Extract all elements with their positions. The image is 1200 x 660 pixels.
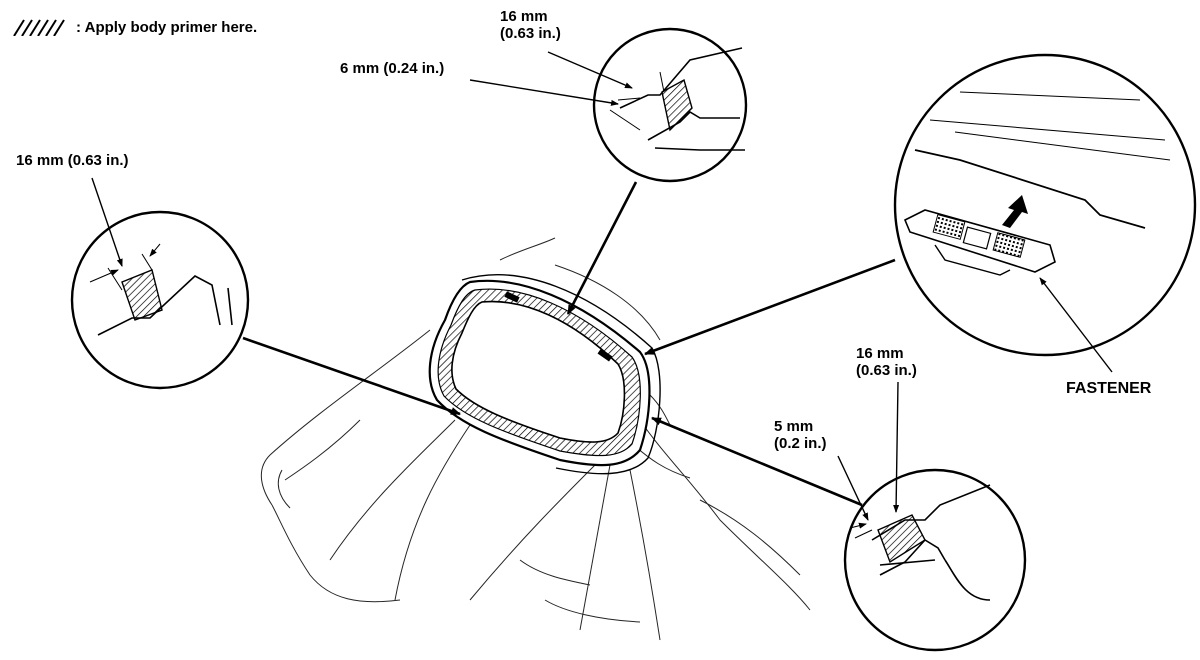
detail-circle-top xyxy=(592,27,748,183)
callout-top-width-line1: 16 mm xyxy=(500,8,548,25)
legend-text: : Apply body primer here. xyxy=(76,19,258,36)
detail-circle-fastener xyxy=(893,53,1197,357)
detail-circle-left xyxy=(70,210,250,390)
fastener-label: FASTENER xyxy=(1066,380,1152,397)
car-body xyxy=(260,237,811,641)
callout-right-offset-line1: 5 mm xyxy=(774,418,814,435)
callout-right-offset-line2: (0.2 in.) xyxy=(774,435,827,452)
callout-right-width-line1: 16 mm xyxy=(856,345,904,362)
windshield-frame xyxy=(428,274,661,475)
callout-top-offset: 6 mm (0.24 in.) xyxy=(340,60,445,77)
leader-arrows xyxy=(91,51,1113,521)
legend-hatch-swatch xyxy=(13,19,65,36)
callout-right-width-line2: (0.63 in.) xyxy=(856,362,917,379)
detail-circle-bottom-right xyxy=(843,468,1027,652)
callout-top-width-line2: (0.63 in.) xyxy=(500,25,561,42)
callout-left-width: 16 mm (0.63 in.) xyxy=(16,152,129,169)
